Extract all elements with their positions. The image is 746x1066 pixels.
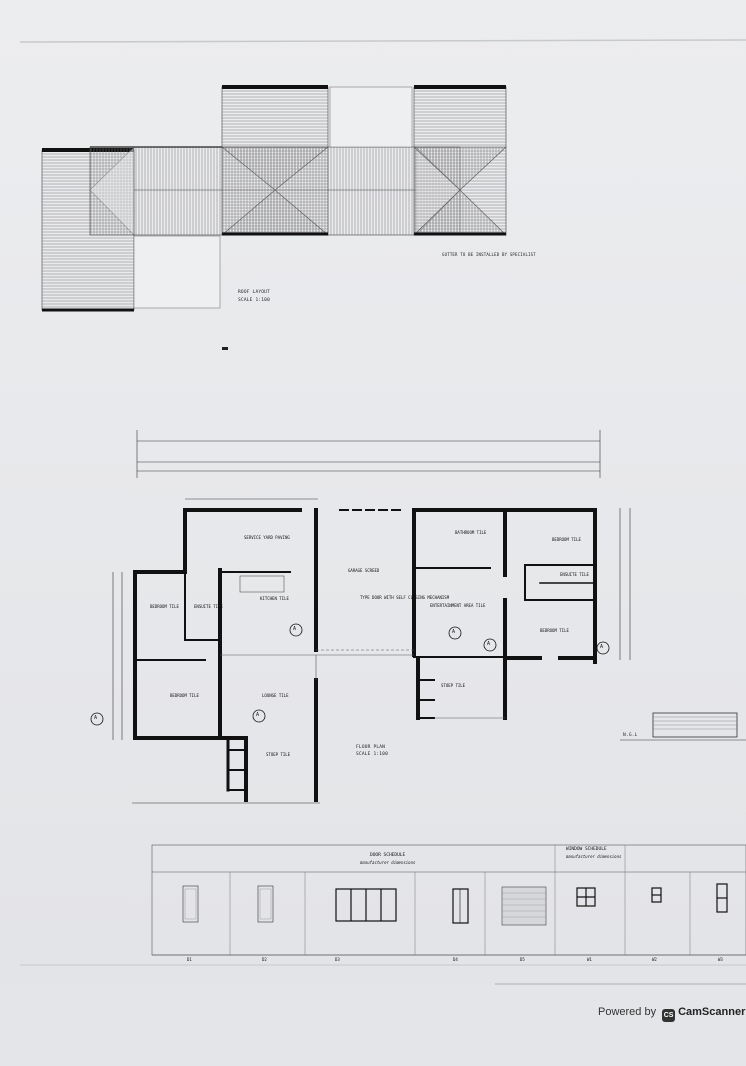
section-marker: A bbox=[600, 644, 604, 650]
room-label-service-yard: SERVICE YARD PAVING bbox=[244, 535, 290, 540]
camscanner-logo-icon: CS bbox=[662, 1009, 676, 1022]
roof-layout bbox=[41, 85, 507, 312]
floor-plan bbox=[90, 430, 746, 804]
room-label-garage: GARAGE SCREED bbox=[348, 568, 380, 573]
room-label-stoep-1: STOEP TILE bbox=[441, 683, 466, 688]
room-label-bathroom: BATHROOM TILE bbox=[455, 530, 487, 535]
scan-bottom-margin bbox=[0, 985, 746, 1066]
door-code-d2: D2 bbox=[262, 957, 267, 962]
room-label-ensuite-1: ENSUITE TILE bbox=[560, 572, 589, 577]
room-label-fire-door: TYPE DOOR WITH SELF CLOSING MECHANISM bbox=[360, 595, 450, 600]
room-label-bedroom-3: BEDROOM TILE bbox=[150, 604, 179, 609]
ngl-label: N.G.L bbox=[623, 733, 638, 738]
camscanner-brand: CamScanner bbox=[678, 1006, 746, 1018]
section-marker: A bbox=[256, 712, 260, 718]
door-code-d1: D1 bbox=[187, 957, 192, 962]
door-schedule-subtitle: manufacturer dimensions bbox=[360, 860, 416, 865]
room-label-bedroom-4: BEDROOM TILE bbox=[170, 693, 199, 698]
room-label-lounge: LOUNGE TILE bbox=[262, 693, 289, 698]
door-schedule-title: DOOR SCHEDULE bbox=[370, 853, 406, 858]
window-schedule-title: WINDOW SCHEDULE bbox=[566, 847, 607, 852]
room-label-bedroom-1: BEDROOM TILE bbox=[552, 537, 581, 542]
section-marker: A bbox=[94, 715, 98, 721]
window-code-w1: W1 bbox=[587, 957, 592, 962]
roof-gutter-note: GUTTER TO BE INSTALLED BY SPECIALIST bbox=[442, 252, 536, 257]
schedule-table bbox=[151, 844, 746, 956]
window-schedule-subtitle: manufacturer dimensions bbox=[566, 854, 622, 859]
room-label-entertainment: ENTERTAINMENT AREA TILE bbox=[430, 603, 486, 608]
door-code-d3: D3 bbox=[335, 957, 340, 962]
window-code-w3: W3 bbox=[718, 957, 723, 962]
door-code-d4: D4 bbox=[453, 957, 458, 962]
roof-layout-scale: SCALE 1:100 bbox=[238, 298, 271, 303]
section-marker: A bbox=[293, 626, 297, 632]
room-label-stoep-2: STOEP TILE bbox=[266, 752, 291, 757]
floor-plan-caption: FLOOR PLAN bbox=[356, 745, 386, 750]
door-code-d5: D5 bbox=[520, 957, 525, 962]
room-label-kitchen: KITCHEN TILE bbox=[260, 596, 289, 601]
roof-layout-caption: ROOF LAYOUT bbox=[238, 290, 271, 295]
floor-plan-scale: SCALE 1:100 bbox=[356, 752, 389, 757]
section-marker: A bbox=[452, 629, 456, 635]
powered-by-text: Powered by bbox=[598, 1006, 657, 1018]
section-marker: A bbox=[487, 641, 491, 647]
room-label-bedroom-2: BEDROOM TILE bbox=[540, 628, 569, 633]
room-label-ensuite-2: ENSUITE TILE bbox=[194, 604, 223, 609]
window-code-w2: W2 bbox=[652, 957, 657, 962]
